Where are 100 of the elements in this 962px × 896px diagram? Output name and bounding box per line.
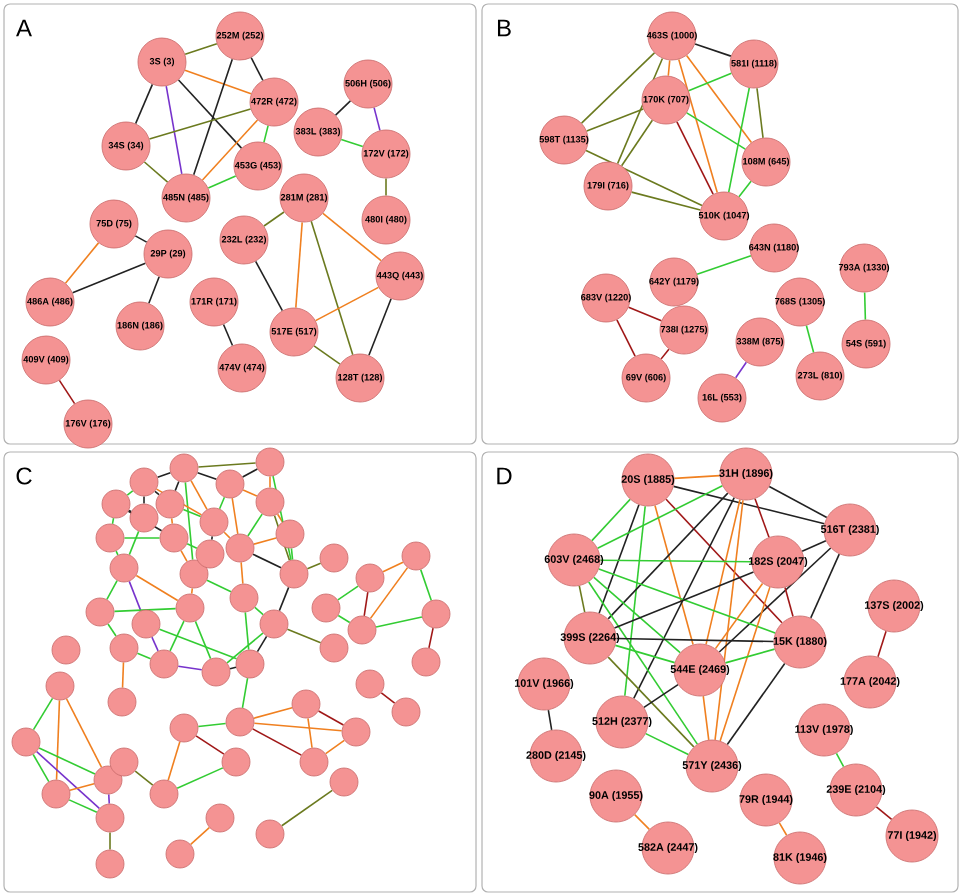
edge-line — [382, 561, 404, 573]
edge-line — [322, 212, 382, 262]
edge-line — [714, 582, 764, 650]
edge-line — [197, 462, 257, 468]
edge-line — [197, 722, 227, 728]
network-node — [129, 503, 159, 533]
network-node — [225, 707, 255, 737]
edge-line — [253, 537, 277, 545]
edge-line — [155, 488, 203, 516]
edge-line — [64, 242, 100, 284]
edge-line — [644, 732, 690, 756]
edge-line — [756, 87, 764, 139]
edge-line — [419, 568, 433, 602]
edge-line — [250, 56, 264, 82]
edge-line — [253, 722, 343, 732]
network-node — [109, 553, 139, 583]
edge-line — [65, 698, 103, 768]
edge-line — [195, 735, 225, 755]
edge-line — [835, 752, 845, 768]
edge-line — [223, 531, 231, 539]
edge-line — [273, 514, 291, 562]
edge-line — [134, 235, 148, 243]
edge-line — [607, 656, 695, 748]
network-node — [85, 597, 115, 627]
network-node — [347, 615, 377, 645]
edge-line — [363, 591, 369, 617]
network-node — [255, 487, 285, 517]
edge-line — [32, 753, 50, 783]
edge-line — [192, 58, 234, 176]
edge-line — [373, 106, 381, 132]
network-node — [93, 765, 123, 795]
edge-line — [317, 710, 345, 726]
network-node — [299, 747, 329, 777]
edge-line — [687, 72, 733, 92]
edge-line — [107, 623, 117, 637]
edge-line — [863, 291, 867, 321]
edge-line — [182, 508, 202, 518]
edge-line — [678, 58, 719, 194]
edge-line — [754, 498, 770, 538]
edge-line — [676, 121, 714, 195]
edge-line — [599, 559, 753, 563]
network-node — [149, 779, 179, 809]
edge-line — [254, 260, 284, 312]
network-node — [109, 633, 139, 663]
network-node — [341, 717, 371, 747]
edge-line — [38, 747, 96, 775]
edge-line — [128, 580, 142, 612]
edge-line — [252, 553, 282, 569]
network-node — [255, 447, 285, 477]
edge-line — [598, 568, 776, 634]
edge-line — [585, 108, 645, 132]
network-node — [95, 849, 125, 879]
network-node — [169, 713, 199, 743]
edge-line — [184, 481, 194, 561]
network-node — [179, 559, 209, 589]
edge-line — [598, 504, 640, 615]
edge-line — [613, 571, 755, 629]
edge-line — [665, 498, 783, 624]
edge-line — [109, 831, 111, 851]
edge-line — [633, 496, 735, 700]
edge-line — [702, 695, 710, 741]
edge-line — [269, 475, 271, 489]
edge-line — [177, 665, 203, 671]
network-node — [11, 727, 41, 757]
edge-line — [158, 628, 238, 660]
edge-line — [368, 297, 392, 357]
network-node — [149, 649, 179, 679]
edge-line — [184, 69, 252, 95]
edge-line — [369, 566, 409, 620]
network-node — [215, 469, 245, 499]
network-node — [255, 819, 285, 849]
edge-line — [55, 699, 61, 781]
edge-line — [596, 485, 724, 549]
edge-line — [672, 485, 826, 525]
network-node — [169, 453, 199, 483]
edge-line — [176, 767, 224, 789]
edge-line — [272, 475, 292, 561]
edge-line — [714, 499, 744, 741]
edge-line — [244, 611, 250, 651]
edge-line — [196, 471, 218, 481]
edge-line — [805, 324, 815, 354]
edge-line — [251, 728, 303, 756]
edge-line — [201, 119, 259, 181]
edge-line — [148, 108, 252, 140]
edge-line — [313, 345, 341, 365]
edge-line — [121, 661, 125, 689]
network-node — [401, 541, 431, 571]
network-node — [109, 747, 139, 777]
edge-line — [877, 630, 887, 658]
edge-line — [295, 221, 303, 309]
edge-line — [254, 606, 264, 616]
edge-line — [167, 741, 181, 782]
network-node — [391, 697, 421, 727]
edge-line — [654, 504, 694, 646]
edge-line — [169, 620, 185, 652]
edge-line — [614, 644, 676, 664]
edge-line — [778, 822, 788, 837]
edge-line — [627, 306, 663, 322]
edge-line — [719, 586, 771, 742]
edge-line — [337, 614, 351, 624]
